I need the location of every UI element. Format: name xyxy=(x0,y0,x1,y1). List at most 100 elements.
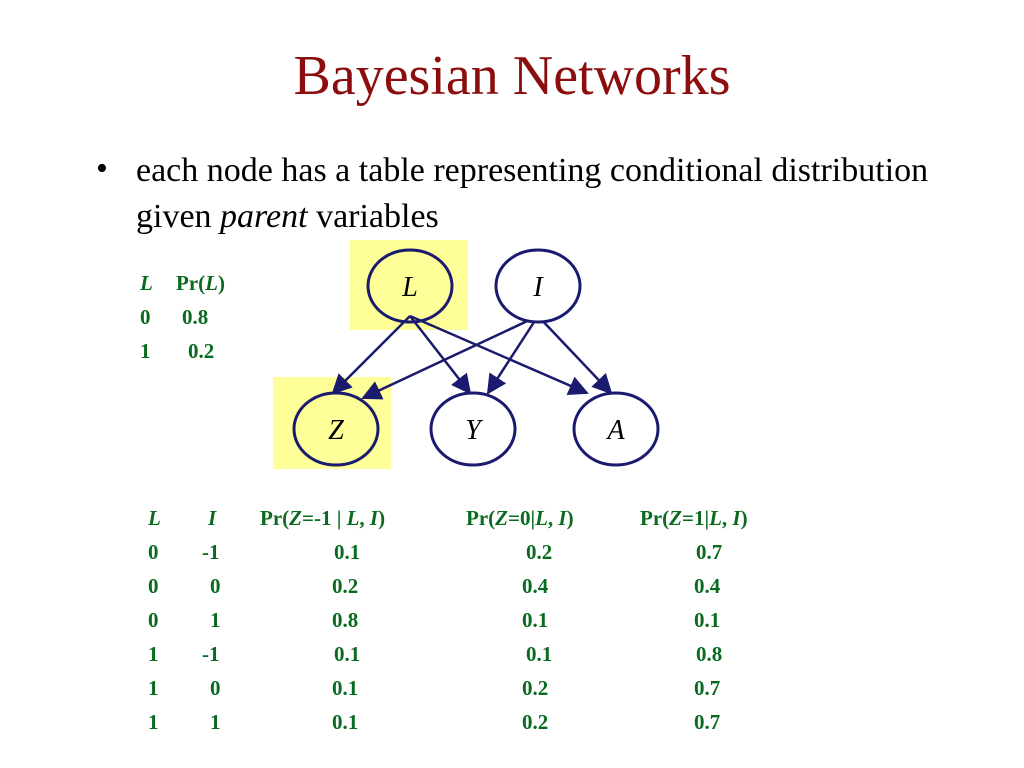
cpt-table-row: 1 -1 0.1 0.1 0.8 xyxy=(140,642,800,676)
prior-table-l: L Pr(L) 0 0.8 1 0.2 xyxy=(140,266,270,368)
cpt-cell-p-neg1: 0.1 xyxy=(332,676,359,700)
bullet-text-part1: each node has a table representing condi… xyxy=(136,152,929,235)
cpt-cell-p1: 0.7 xyxy=(694,710,721,734)
cpt-cell-l: 0 xyxy=(148,608,159,632)
cpt-cell-p-neg1: 0.1 xyxy=(334,642,361,666)
slide-title: Bayesian Networks xyxy=(293,45,731,107)
node-a-label: A xyxy=(605,415,625,446)
node-i xyxy=(494,248,582,324)
cpt-table-row: 1 0 0.1 0.2 0.7 xyxy=(140,676,800,710)
prior-header-prob: Pr(L) xyxy=(176,266,225,300)
cpt-cell-p0: 0.1 xyxy=(526,642,553,666)
prior-header-var: L xyxy=(140,271,153,295)
prior-cell-l: 1 xyxy=(140,339,151,363)
cpt-header-text: I xyxy=(369,506,379,530)
bullet-text: each node has a table representing condi… xyxy=(136,148,936,240)
cpt-cell-l: 1 xyxy=(148,642,159,666)
edge-l-y xyxy=(409,315,472,395)
cpt-header-text: L xyxy=(535,506,548,530)
edge-i-y xyxy=(486,315,540,395)
node-y xyxy=(429,391,517,467)
cpt-cell-i: 1 xyxy=(210,608,221,632)
cpt-header-l: L xyxy=(148,506,161,530)
cpt-cell-p0: 0.2 xyxy=(526,540,553,564)
cpt-cell-p0: 0.4 xyxy=(522,574,549,598)
bullet-marker: • xyxy=(96,150,108,187)
cpt-cell-p0: 0.2 xyxy=(522,710,549,734)
cpt-cell-l: 0 xyxy=(148,574,159,598)
cpt-header-z-1: Pr(Z=1|L, I) xyxy=(640,506,748,531)
cpt-cell-p1: 0.4 xyxy=(694,574,721,598)
cpt-header-text: ) xyxy=(566,506,574,530)
cpt-header-text: L xyxy=(346,506,360,530)
cpt-cell-p1: 0.7 xyxy=(696,540,723,564)
node-l-label: L xyxy=(401,272,418,303)
cpt-header-text: I xyxy=(558,506,567,530)
edge-l-z xyxy=(331,315,411,395)
cpt-header-text: , xyxy=(359,506,370,530)
cpt-header-z-neg1: Pr(Z=-1 | L, I) xyxy=(260,506,385,531)
cpt-table-row: 0 0 0.2 0.4 0.4 xyxy=(140,574,800,608)
prior-cell-p: 0.2 xyxy=(188,339,215,363)
prior-header-prob-suffix: ) xyxy=(217,271,225,295)
prior-header-prob-var: L xyxy=(205,271,218,295)
cpt-header-text: , xyxy=(547,506,559,530)
node-y-label: Y xyxy=(465,415,484,446)
prior-header-prob-prefix: Pr( xyxy=(176,271,206,295)
cpt-cell-p-neg1: 0.1 xyxy=(332,710,359,734)
cpt-cell-i: -1 xyxy=(202,642,220,666)
cpt-header-text: Pr( xyxy=(260,506,290,530)
cpt-cell-p-neg1: 0.2 xyxy=(332,574,359,598)
cpt-cell-p0: 0.1 xyxy=(522,608,549,632)
cpt-header-text: Pr( xyxy=(466,506,496,530)
edge-i-a xyxy=(537,315,613,395)
node-l xyxy=(366,248,454,324)
node-z-label: Z xyxy=(328,415,344,446)
cpt-cell-p-neg1: 0.1 xyxy=(334,540,361,564)
cpt-cell-l: 1 xyxy=(148,710,159,734)
cpt-header-text: ) xyxy=(378,506,386,530)
cpt-cell-i: 1 xyxy=(210,710,221,734)
cpt-header-i: I xyxy=(208,506,217,530)
cpt-table-row: 0 -1 0.1 0.2 0.7 xyxy=(140,540,800,574)
node-i-label: I xyxy=(532,272,544,303)
bullet-text-emphasis: parent xyxy=(220,198,308,235)
node-a xyxy=(572,391,660,467)
cpt-header-text: =0| xyxy=(507,506,536,530)
prior-table-row: 0 0.8 xyxy=(140,300,270,334)
edge-i-z xyxy=(361,314,539,400)
cpt-cell-i: -1 xyxy=(202,540,220,564)
cpt-table-row: 1 1 0.1 0.2 0.7 xyxy=(140,710,800,744)
cpt-header-text: ) xyxy=(740,506,748,530)
cpt-header-text: =-1 | xyxy=(301,506,347,530)
cpt-table-header: L I Pr(Z=-1 | L, I) Pr(Z=0|L, I) Pr(Z=1|… xyxy=(140,506,800,540)
cpt-header-text: Z xyxy=(289,506,302,530)
cpt-header-text: Z xyxy=(669,506,682,530)
node-z xyxy=(292,391,380,467)
cpt-header-text: Pr( xyxy=(640,506,670,530)
cpt-header-text: , xyxy=(721,506,733,530)
cpt-header-z-0: Pr(Z=0|L, I) xyxy=(466,506,574,531)
cpt-cell-i: 0 xyxy=(210,676,221,700)
cpt-cell-p1: 0.1 xyxy=(694,608,721,632)
bullet-text-part2: variables xyxy=(316,198,439,235)
cpt-cell-l: 1 xyxy=(148,676,159,700)
cpt-cell-p1: 0.7 xyxy=(694,676,721,700)
cpt-header-text: I xyxy=(732,506,741,530)
cpt-cell-p-neg1: 0.8 xyxy=(332,608,359,632)
prior-cell-p: 0.8 xyxy=(182,305,209,329)
edge-l-a xyxy=(409,314,589,395)
cpt-header-text: Z xyxy=(495,506,508,530)
cpt-cell-p1: 0.8 xyxy=(696,642,723,666)
prior-table-row: 1 0.2 xyxy=(140,334,270,368)
cpt-cell-p0: 0.2 xyxy=(522,676,549,700)
prior-cell-l: 0 xyxy=(140,305,151,329)
cpt-header-text: L xyxy=(709,506,722,530)
prior-table-header: L Pr(L) xyxy=(140,266,270,300)
cpt-table-row: 0 1 0.8 0.1 0.1 xyxy=(140,608,800,642)
cpt-cell-l: 0 xyxy=(148,540,159,564)
highlight-node-l xyxy=(350,240,468,330)
cpt-header-text: =1| xyxy=(681,506,710,530)
cpt-cell-i: 0 xyxy=(210,574,221,598)
